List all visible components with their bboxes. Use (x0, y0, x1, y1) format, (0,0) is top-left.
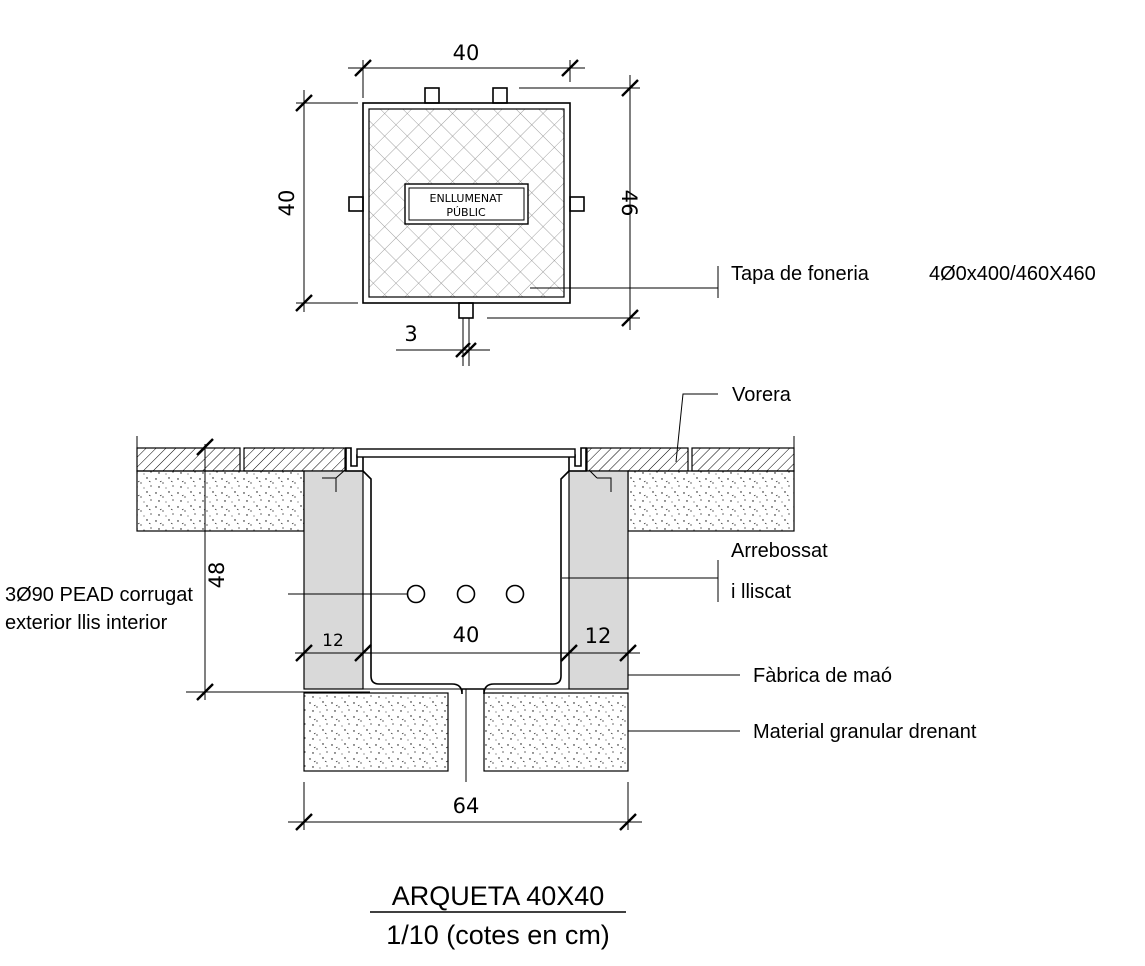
tick-inner-2 (354, 644, 372, 662)
gravel-left (303, 692, 449, 772)
tick-height-top (196, 438, 214, 456)
interior-render (362, 470, 570, 695)
corner-marker-right (588, 469, 612, 492)
dim-wall-left-label: 12 (322, 631, 344, 651)
vorera-callout: Vorera (732, 384, 792, 406)
corner-marker-left (322, 469, 346, 492)
dim-bottom-label: 3 (404, 322, 417, 346)
cover-label-line2: PÚBLIC (446, 206, 486, 219)
plan-view: ENLLUMENAT PÚBLIC 40 40 46 3 Tapa de (275, 41, 1096, 366)
dim-height-label: 48 (205, 562, 229, 589)
tick-left-bottom (295, 294, 313, 312)
section-cover-lid (356, 448, 576, 458)
title-scale: 1/10 (cotes en cm) (386, 920, 610, 950)
cover-label-inner (408, 187, 525, 221)
pipe-1 (406, 584, 426, 604)
fabrica-callout: Fàbrica de maó (753, 665, 892, 687)
dim-right-label: 46 (617, 190, 641, 217)
tick-inner-3 (560, 644, 578, 662)
dim-total-label: 64 (453, 794, 480, 818)
title-main: ARQUETA 40X40 (392, 881, 605, 911)
vorera-leader (675, 393, 718, 463)
lug-top-1 (424, 87, 440, 104)
tick-top-left (354, 59, 372, 77)
pavement-left-2 (243, 447, 346, 472)
tick-left-top (295, 94, 313, 112)
tapa-spec: 4Ø0x400/460X460 (929, 263, 1096, 285)
dim-left-label: 40 (275, 190, 299, 217)
pavement-right-2 (691, 447, 795, 472)
tick-total-left (295, 813, 313, 831)
pipes-callout-2: exterior llis interior (5, 612, 168, 634)
dim-top-label: 40 (453, 41, 480, 65)
brick-wall-left (303, 470, 364, 690)
tick-total-right (619, 813, 637, 831)
cover-label-line1: ENLLUMENAT (430, 192, 503, 205)
arrebossat-callout-2: i lliscat (731, 581, 791, 603)
soil-right (627, 470, 795, 532)
dim-wall-right-label: 12 (585, 624, 612, 648)
lug-top-2 (492, 87, 508, 104)
section-view: 48 12 40 12 64 Vorera Arrebossat i llisc… (5, 384, 977, 831)
tick-top-right (561, 59, 579, 77)
lug-bottom (458, 302, 474, 319)
tick-inner-4 (619, 644, 637, 662)
lug-right (569, 196, 585, 212)
tick-right-bottom (621, 309, 639, 327)
pavement-right-1 (586, 447, 689, 472)
gravel-right (483, 692, 629, 772)
arrebossat-callout-1: Arrebossat (731, 540, 828, 562)
tick-bottom-left (455, 342, 471, 358)
pipes-callout-1: 3Ø90 PEAD corrugat (5, 584, 193, 606)
tick-bottom-right (461, 342, 477, 358)
pipe-2 (456, 584, 476, 604)
dim-inner-label: 40 (453, 623, 480, 647)
tapa-callout: Tapa de foneria (731, 263, 870, 285)
cover-label-box (404, 183, 529, 225)
lug-left (348, 196, 364, 212)
title-block: ARQUETA 40X40 1/10 (cotes en cm) (370, 881, 626, 950)
cover-grid (368, 108, 565, 298)
pipe-3 (505, 584, 525, 604)
pavement-left-1 (136, 447, 241, 472)
brick-wall-right (568, 470, 629, 690)
soil-left (136, 470, 305, 532)
tick-inner-1 (295, 644, 313, 662)
tick-right-top (621, 79, 639, 97)
material-callout: Material granular drenant (753, 721, 977, 743)
